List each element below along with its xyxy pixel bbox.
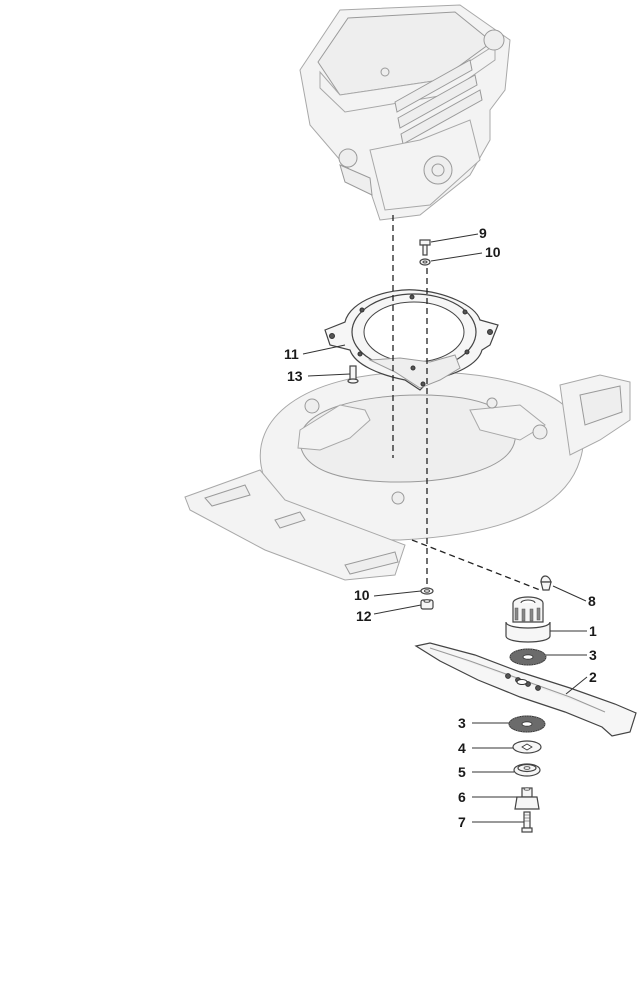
screw-part-13: [347, 365, 359, 384]
adapter-ring-part-11: [324, 289, 499, 391]
callout-13: 13: [287, 368, 303, 384]
bolt-part-7: [521, 811, 533, 833]
cutting-blade-part-2: [414, 642, 637, 737]
assembly-guide-lines: [392, 215, 541, 591]
engine-illustration: [299, 4, 511, 221]
callout-2: 2: [589, 669, 597, 685]
callout-1: 1: [589, 623, 597, 639]
friction-washer-part-3-lower: [508, 715, 546, 733]
callout-7: 7: [458, 814, 466, 830]
key-part-8: [540, 575, 552, 591]
blade-hub-part-1: [505, 596, 551, 643]
callout-9: 9: [479, 225, 487, 241]
nut-part-12: [420, 599, 434, 610]
callout-4: 4: [458, 740, 466, 756]
callout-11: 11: [284, 346, 299, 362]
washer-part-10-bottom: [420, 587, 434, 595]
bolt-part-9: [419, 239, 431, 256]
mower-deck-illustration: [184, 371, 631, 581]
callout-12: 12: [356, 608, 372, 624]
leader-lines: [302, 233, 588, 823]
callout-3-lower: 3: [458, 715, 466, 731]
washer-part-10-top: [419, 258, 431, 266]
callout-8: 8: [588, 593, 596, 609]
washer-part-5: [513, 763, 541, 777]
callout-10-top: 10: [485, 244, 501, 260]
engine-cooling-fins: [394, 59, 483, 145]
callout-6: 6: [458, 789, 466, 805]
washer-part-4: [512, 740, 542, 754]
callout-3-upper: 3: [589, 647, 597, 663]
callout-10-bottom: 10: [354, 587, 370, 603]
spacer-part-6: [514, 787, 540, 810]
callout-5: 5: [458, 764, 466, 780]
callout-labels: 9 10 11 13 8 10 12 1 3 2 3 4 5 6 7: [284, 225, 597, 830]
friction-washer-part-3-upper: [509, 648, 547, 666]
